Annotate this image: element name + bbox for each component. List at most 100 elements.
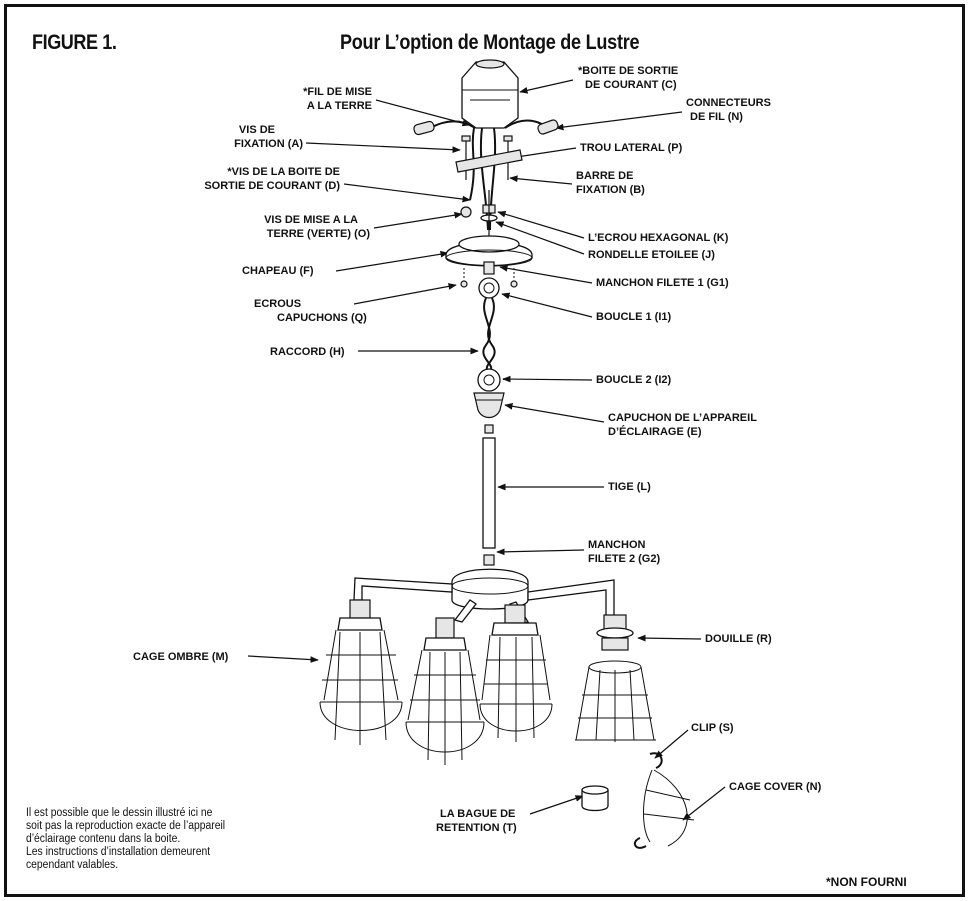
footnote-not-supplied: *NON FOURNI (826, 875, 907, 889)
callout-vis-terre-line2: TERRE (VERTE) (O) (267, 228, 371, 240)
svg-text:TROU LATERAL (P): TROU LATERAL (P) (580, 142, 683, 154)
callout-boucle1: BOUCLE 1 (I1) (596, 311, 672, 323)
svg-text:CAGE COVER (N): CAGE COVER (N) (729, 781, 822, 793)
callout-raccord: RACCORD (H) (270, 346, 345, 358)
callout-vis-fixation-line1: VIS DE (239, 124, 275, 136)
cage-cover (633, 769, 695, 849)
callout-capuchon-appareil: CAPUCHON DE L’APPAREIL D’ÉCLAIRAGE (E) (608, 412, 757, 438)
callout-boite-sortie-line1: *BOITE DE SORTIE (578, 65, 678, 77)
disclaimer-line: Les instructions d’installation demeuren… (26, 846, 211, 858)
svg-text:*BOITE DE SORTIE: *BOITE DE SORTIE (578, 65, 678, 77)
callout-cage-cover-line1: CAGE COVER (N) (729, 781, 822, 793)
svg-text:RETENTION (T): RETENTION (T) (436, 822, 517, 834)
stem-rod (482, 424, 496, 549)
callout-connecteurs: CONNECTEURS DE FIL (N) (686, 97, 771, 123)
callout-vis-fixation: VIS DE FIXATION (A) (234, 124, 303, 150)
svg-text:CAGE OMBRE (M): CAGE OMBRE (M) (133, 651, 229, 663)
callout-tige: TIGE (L) (608, 481, 651, 493)
callout-barre-fixation-line1: BARRE DE (576, 170, 633, 182)
svg-text:SORTIE DE COURANT (D): SORTIE DE COURANT (D) (204, 180, 340, 192)
svg-text:DOUILLE (R): DOUILLE (R) (705, 633, 772, 645)
callout-trou-lateral-line1: TROU LATERAL (P) (580, 142, 683, 154)
callout-connecteurs-line1: CONNECTEURS (686, 97, 771, 109)
loop-2 (477, 368, 501, 392)
disclaimer-line: Il est possible que le dessin illustré i… (26, 807, 213, 819)
svg-text:A LA TERRE: A LA TERRE (307, 100, 372, 112)
svg-text:FILETE 2 (G2): FILETE 2 (G2) (588, 553, 660, 565)
callout-connecteurs-line2: DE FIL (N) (690, 111, 743, 123)
socket (596, 614, 634, 651)
junction-box (461, 59, 519, 129)
cage-right-exploded (575, 660, 656, 742)
callout-manchon1-line1: MANCHON FILETE 1 (G1) (596, 277, 729, 289)
figure-title: Pour L’option de Montage de Lustre (340, 31, 640, 54)
callout-vis-fixation-line2: FIXATION (A) (234, 138, 303, 150)
callout-douille-line1: DOUILLE (R) (705, 633, 772, 645)
svg-text:RACCORD (H): RACCORD (H) (270, 346, 345, 358)
svg-text:VIS DE MISE A LA: VIS DE MISE A LA (264, 214, 358, 226)
callout-rondelle-line1: RONDELLE ETOILEE (J) (588, 249, 715, 261)
callout-boite-sortie-line2: DE COURANT (C) (585, 79, 677, 91)
svg-text:D’ÉCLAIRAGE (E): D’ÉCLAIRAGE (E) (608, 425, 702, 438)
svg-text:TERRE (VERTE) (O): TERRE (VERTE) (O) (267, 228, 371, 240)
svg-text:BARRE DE: BARRE DE (576, 170, 633, 182)
svg-text:DE COURANT (C): DE COURANT (C) (585, 79, 677, 91)
callout-capuchon-appareil-line2: D’ÉCLAIRAGE (E) (608, 425, 702, 438)
figure-label: FIGURE 1. (32, 31, 117, 54)
svg-text:MANCHON FILETE 1 (G1): MANCHON FILETE 1 (G1) (596, 277, 729, 289)
svg-text:CONNECTEURS: CONNECTEURS (686, 97, 771, 109)
callout-vis-boite: *VIS DE LA BOITE DE SORTIE DE COURANT (D… (204, 166, 340, 192)
callout-vis-boite-line2: SORTIE DE COURANT (D) (204, 180, 340, 192)
ground-screw (460, 206, 472, 218)
mounting-bar (455, 149, 523, 173)
svg-text:VIS DE: VIS DE (239, 124, 275, 136)
threaded-nipple-1 (483, 261, 495, 275)
svg-text:FIXATION (B): FIXATION (B) (576, 184, 645, 196)
cap-nuts (460, 268, 518, 288)
callout-barre-fixation: BARRE DE FIXATION (B) (576, 170, 645, 196)
callout-boucle1-line1: BOUCLE 1 (I1) (596, 311, 672, 323)
svg-text:BOUCLE 1 (I1): BOUCLE 1 (I1) (596, 311, 672, 323)
callout-manchon2-line2: FILETE 2 (G2) (588, 553, 660, 565)
callout-chapeau: CHAPEAU (F) (242, 265, 314, 277)
callout-cage-ombre-line1: CAGE OMBRE (M) (133, 651, 229, 663)
cage-mid-left (405, 617, 485, 765)
svg-text:LA BAGUE DE: LA BAGUE DE (440, 808, 515, 820)
svg-text:*VIS DE LA BOITE DE: *VIS DE LA BOITE DE (227, 166, 340, 178)
callout-cage-cover: CAGE COVER (N) (729, 781, 822, 793)
callout-manchon2-line1: MANCHON (588, 539, 645, 551)
threaded-nipple-2 (483, 554, 495, 566)
callout-bague-line1: LA BAGUE DE (440, 808, 515, 820)
callout-boite-sortie: *BOITE DE SORTIE DE COURANT (C) (578, 65, 678, 91)
cage-left (319, 599, 403, 745)
callout-fil-terre: *FIL DE MISE A LA TERRE (303, 86, 372, 112)
callout-bague-line2: RETENTION (T) (436, 822, 517, 834)
svg-text:RONDELLE ETOILEE (J): RONDELLE ETOILEE (J) (588, 249, 715, 261)
callout-ecrous-capuchons-line2: CAPUCHONS (Q) (277, 312, 367, 324)
callout-trou-lateral: TROU LATERAL (P) (580, 142, 683, 154)
callout-ecrous-capuchons: ECROUS CAPUCHONS (Q) (254, 298, 367, 324)
disclaimer-line: soit pas la reproduction exacte de l’app… (26, 820, 226, 832)
callout-fil-terre-line2: A LA TERRE (307, 100, 372, 112)
callout-cage-ombre: CAGE OMBRE (M) (133, 651, 229, 663)
svg-text:TIGE (L): TIGE (L) (608, 481, 651, 493)
callout-fil-terre-line1: *FIL DE MISE (303, 86, 372, 98)
callout-bague: LA BAGUE DE RETENTION (T) (436, 808, 517, 834)
callout-manchon1: MANCHON FILETE 1 (G1) (596, 277, 729, 289)
callout-vis-terre-line1: VIS DE MISE A LA (264, 214, 358, 226)
svg-text:CAPUCHON DE L’APPAREIL: CAPUCHON DE L’APPAREIL (608, 412, 757, 424)
cage-mid-right (479, 604, 553, 742)
callout-barre-fixation-line2: FIXATION (B) (576, 184, 645, 196)
callout-boucle2-line1: BOUCLE 2 (I2) (596, 374, 672, 386)
disclaimer-note: Il est possible que le dessin illustré i… (26, 807, 296, 872)
canopy (445, 235, 533, 267)
svg-text:ECROUS: ECROUS (254, 298, 301, 310)
callout-rondelle: RONDELLE ETOILEE (J) (588, 249, 715, 261)
retention-ring (581, 785, 609, 812)
callout-ecrou-hex-line1: L’ECROU HEXAGONAL (K) (588, 232, 729, 244)
disclaimer-line: cependant valables. (26, 859, 119, 871)
svg-text:CLIP (S): CLIP (S) (691, 722, 734, 734)
callout-raccord-line1: RACCORD (H) (270, 346, 345, 358)
svg-text:*FIL DE MISE: *FIL DE MISE (303, 86, 372, 98)
